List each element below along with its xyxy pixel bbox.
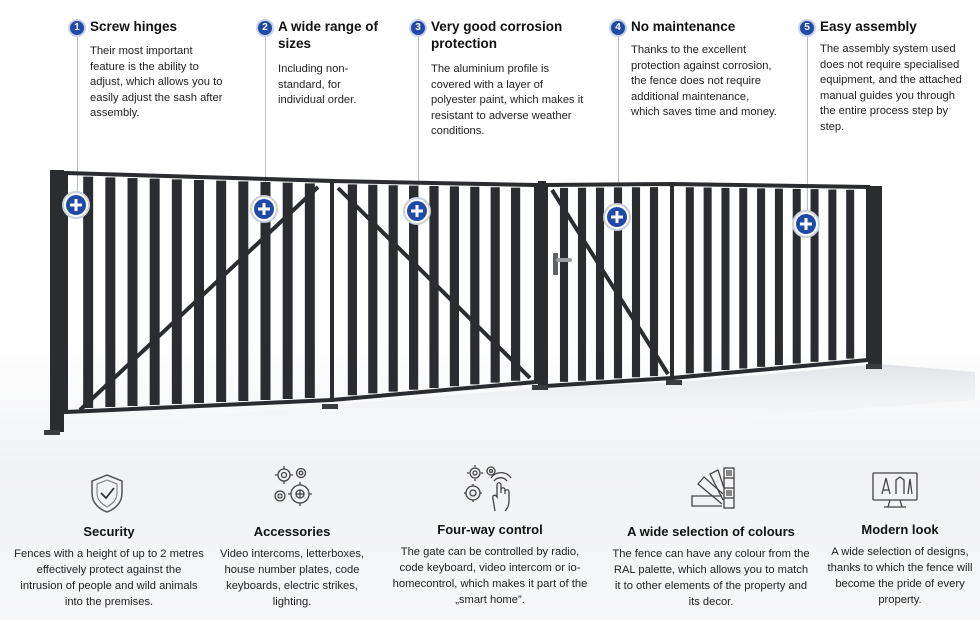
- connector-line-5: [807, 36, 808, 222]
- feature-number-badge: 3: [409, 19, 427, 37]
- hotspot-plus-icon-4[interactable]: [605, 205, 629, 229]
- benefit-colours: A wide selection of colours The fence ca…: [612, 524, 810, 610]
- hotspot-plus-icon-2[interactable]: [252, 197, 276, 221]
- hotspot-plus-icon-3[interactable]: [405, 199, 429, 223]
- gate-leaf-right-diagonal-brace: [336, 186, 532, 380]
- connector-line-3: [418, 36, 419, 210]
- post-foot: [322, 404, 338, 409]
- feature-title: Screw hinges: [90, 19, 178, 34]
- feature-description: Their most important feature is the abil…: [90, 45, 223, 119]
- benefit-description: Video intercoms, letterboxes, house numb…: [219, 548, 365, 608]
- benefit-four-way-control: Four-way control The gate can be control…: [390, 522, 590, 608]
- gate-leaf-right-frame: [330, 178, 538, 403]
- post-left: [50, 170, 64, 432]
- benefit-title: Accessories: [253, 524, 331, 539]
- benefit-description: The fence can have any colour from the R…: [612, 548, 810, 608]
- plus-icon-v: [615, 211, 619, 223]
- fence-panel-right-frame: [670, 181, 870, 381]
- gears-hand-icon: [464, 465, 512, 512]
- plus-icon-v: [804, 218, 808, 230]
- feature-title: Easy assembly: [820, 19, 917, 34]
- colour-swatch-icon: [691, 467, 735, 509]
- connector-line-2: [265, 36, 266, 208]
- connector-line-4: [618, 36, 619, 214]
- post-foot: [44, 430, 60, 435]
- connector-line-1: [77, 36, 78, 204]
- post-right: [868, 186, 882, 364]
- benefit-security: Security Fences with a height of up to 2…: [14, 524, 204, 610]
- feature-number-badge: 1: [68, 19, 86, 37]
- feature-description: The assembly system used does not requir…: [820, 43, 962, 133]
- benefit-description: A wide selection of designs, thanks to w…: [827, 546, 973, 606]
- gears-icon: [274, 466, 312, 506]
- benefit-accessories: Accessories Video intercoms, letterboxes…: [212, 524, 372, 610]
- benefit-title: Security: [83, 524, 135, 539]
- benefit-description: Fences with a height of up to 2 metres e…: [14, 548, 204, 608]
- wicket-gate-diagonal-brace: [550, 188, 670, 376]
- post-foot: [532, 385, 548, 390]
- feature-description: Including non-standard, for individual o…: [278, 63, 357, 106]
- feature-number-badge: 5: [798, 19, 816, 37]
- design-monitor-icon: [872, 472, 918, 508]
- shield-check-icon: [91, 474, 123, 513]
- hotspot-plus-icon-1[interactable]: [64, 193, 88, 217]
- plus-icon-v: [74, 199, 78, 211]
- feature-title: A wide range of sizes: [278, 19, 379, 51]
- plus-icon-v: [415, 205, 419, 217]
- gate-leaf-left-diagonal-brace: [78, 185, 320, 412]
- feature-title: No maintenance: [631, 19, 736, 34]
- feature-number-badge: 4: [609, 19, 627, 37]
- post-gate-middle: [538, 181, 546, 387]
- gate-handle-icon: [553, 253, 572, 275]
- feature-title: Very good corrosion protection: [431, 19, 563, 51]
- hotspot-plus-icon-5[interactable]: [794, 212, 818, 236]
- feature-description: The aluminium profile is covered with a …: [431, 63, 584, 137]
- benefit-description: The gate can be controlled by radio, cod…: [392, 546, 588, 606]
- feature-description: Thanks to the excellent protection again…: [631, 44, 777, 118]
- post-foot: [666, 380, 682, 385]
- benefit-title: A wide selection of colours: [627, 524, 795, 539]
- benefit-modern-look: Modern look A wide selection of designs,…: [826, 522, 974, 608]
- benefit-title: Four-way control: [437, 522, 543, 537]
- fence-group: [44, 170, 882, 435]
- benefit-title: Modern look: [861, 522, 939, 537]
- plus-icon-v: [262, 203, 266, 215]
- post-foot: [866, 364, 882, 369]
- feature-number-badge: 2: [256, 19, 274, 37]
- ground-shadow: [40, 364, 975, 440]
- fence-illustration: [40, 170, 975, 440]
